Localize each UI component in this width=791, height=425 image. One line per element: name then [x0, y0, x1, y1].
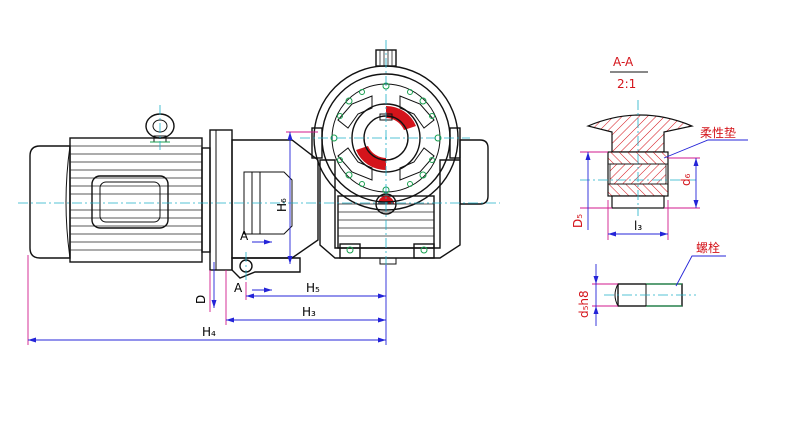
bolt-detail: [592, 255, 726, 326]
label-h3: H₃: [302, 305, 316, 319]
section-title: A-A: [613, 55, 634, 69]
housing-webs: [337, 95, 435, 181]
motor: [29, 105, 233, 271]
label-l3: l₃: [634, 219, 642, 233]
motor-fins: [70, 145, 202, 251]
main-dimensions: [27, 131, 387, 345]
label-d5h8: d₅h8: [577, 290, 591, 318]
section-scale: 2:1: [617, 77, 636, 91]
lifting-eye: [145, 105, 175, 150]
label-h5: H₅: [306, 281, 320, 295]
label-cushion: 柔性垫: [700, 125, 736, 140]
label-d6: d₆: [679, 173, 693, 186]
label-d5: D₅: [571, 214, 585, 228]
label-bolt: 螺栓: [696, 240, 720, 255]
label-d: D: [194, 295, 208, 304]
section-aa: [580, 71, 748, 240]
label-a-top: A: [240, 229, 249, 243]
gearbox: [300, 40, 489, 270]
label-h4: H₄: [202, 325, 216, 339]
label-a-bottom: A: [234, 281, 243, 295]
label-h6: H₆: [275, 198, 289, 212]
